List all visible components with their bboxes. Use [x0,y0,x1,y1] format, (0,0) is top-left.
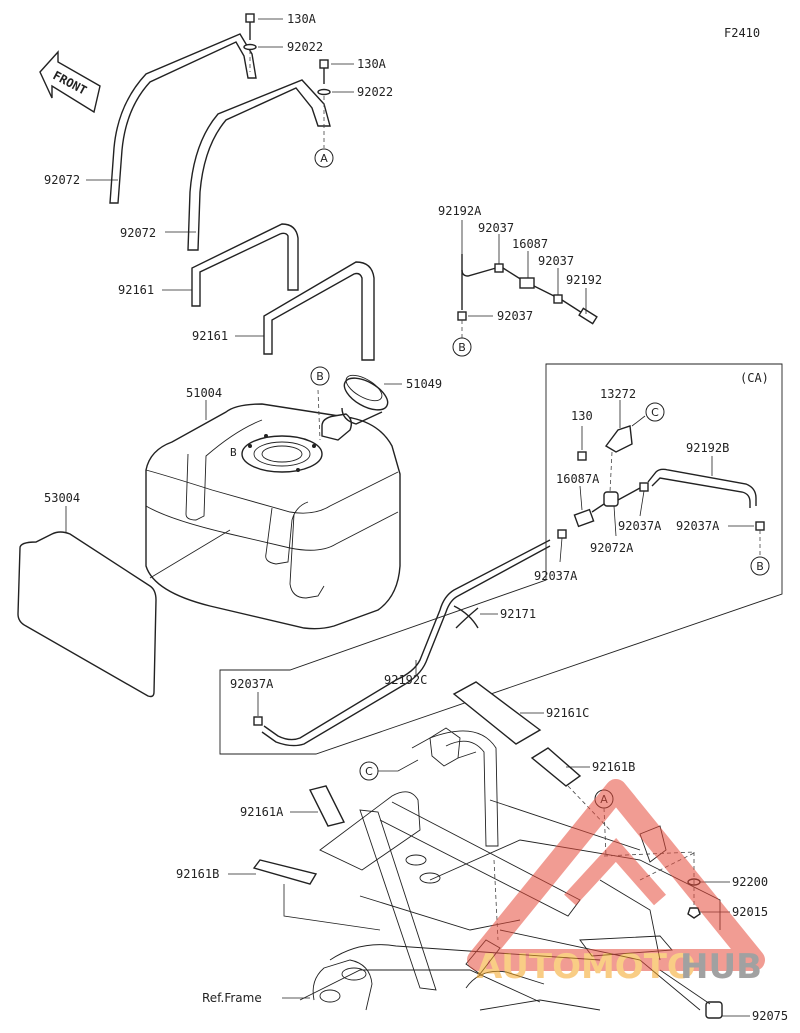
label-51049: 51049 [406,377,442,391]
front-arrow-icon: FRONT [39,50,101,114]
pad-92161a [290,785,346,827]
ca-label: (CA) [740,371,769,385]
vent-hose-assembly [457,220,598,338]
watermark-logo: AUTOMOTO HUB [467,779,765,987]
label-92037a-3: 92037A [534,569,578,583]
hose-92192c [261,539,551,747]
clamp-92037a-icon-2 [728,521,765,556]
label-92022-1: 92022 [287,40,323,54]
label-92037a-4: 92037A [230,677,274,691]
heat-shield-53004 [17,506,157,698]
label-92037a-1: 92037A [618,519,662,533]
label-16087: 16087 [512,237,548,251]
svg-text:C: C [365,765,373,778]
clamp-92037-icon-3 [457,311,467,321]
pad-92161-rear [162,223,299,307]
clamp-92037-icon [494,263,504,273]
ref-frame-label: Ref.Frame [202,991,262,1005]
figure-code: F2410 [724,26,760,40]
callout-c-ca: C [645,402,665,422]
fuel-tank-51004: B [145,389,401,630]
label-92072-1: 92072 [44,173,80,187]
label-51004: 51004 [186,386,222,400]
callout-b-vent: B [452,337,472,357]
bracket-13272 [604,400,646,493]
label-92192c: 92192C [384,673,427,687]
label-92072a: 92072A [590,541,634,555]
pad-92161-front [235,261,375,361]
label-92161a: 92161A [240,805,284,819]
svg-text:B: B [458,341,466,354]
label-16087a: 16087A [556,472,600,486]
clamp-92037a-icon [639,482,649,517]
svg-text:B: B [316,370,324,383]
strap-92072-front [165,79,331,251]
washer-92022-icon [243,43,283,72]
bolt-130-icon [577,426,587,461]
label-92075: 92075 [752,1009,788,1023]
pad-92161b-lower [228,859,381,931]
label-92022-2: 92022 [357,85,393,99]
label-92192: 92192 [566,273,602,287]
svg-text:C: C [651,406,659,419]
fuel-cap-51049 [341,374,402,425]
label-92161-2: 92161 [192,329,228,343]
svg-text:B: B [756,560,764,573]
hose-92192b [647,456,757,508]
svg-text:B: B [230,446,237,459]
hose-92192-icon [578,307,598,325]
label-92161-1: 92161 [118,283,154,297]
label-13272: 13272 [600,387,636,401]
bolt-130a-icon [245,13,283,40]
watermark-word-b: HUB [680,947,762,987]
callout-b-ca: B [750,556,770,576]
label-92200: 92200 [732,875,768,889]
clip-92171 [453,605,498,629]
watermark-word-a: AUTOMOTO [476,947,696,987]
label-92037-2: 92037 [538,254,574,268]
label-130: 130 [571,409,593,423]
label-92161b-1: 92161B [592,760,635,774]
label-130a-1: 130A [287,12,317,26]
label-92161c: 92161C [546,706,589,720]
label-92072-2: 92072 [120,226,156,240]
callout-a-top: A [314,148,334,168]
strap-92072-rear [86,33,257,204]
label-92015: 92015 [732,905,768,919]
callout-c-frame: C [359,759,419,781]
label-92037a-2: 92037A [676,519,720,533]
label-92192a: 92192A [438,204,482,218]
clamp-92037a-icon-4 [253,692,263,726]
tee-92072a [603,487,641,537]
label-92037-1: 92037 [478,221,514,235]
cap-92075 [659,969,750,1019]
label-92192b: 92192B [686,441,729,455]
filter-16087-icon [519,277,535,289]
bolt-130a-icon-2 [319,59,354,84]
washer-92022-icon-2 [317,88,354,148]
label-53004: 53004 [44,491,80,505]
clamp-92037-icon-2 [553,294,563,304]
watermark-triangle-icon [467,779,765,971]
label-92171: 92171 [500,607,536,621]
callout-b-tank: B [310,366,330,386]
pad-92161c [452,681,544,745]
filter-16087a [573,485,605,528]
label-130a-2: 130A [357,57,387,71]
clamp-92037a-icon-3 [557,529,567,563]
label-92161b-2: 92161B [176,867,219,881]
label-92037-3: 92037 [497,309,533,323]
svg-text:A: A [320,152,328,165]
